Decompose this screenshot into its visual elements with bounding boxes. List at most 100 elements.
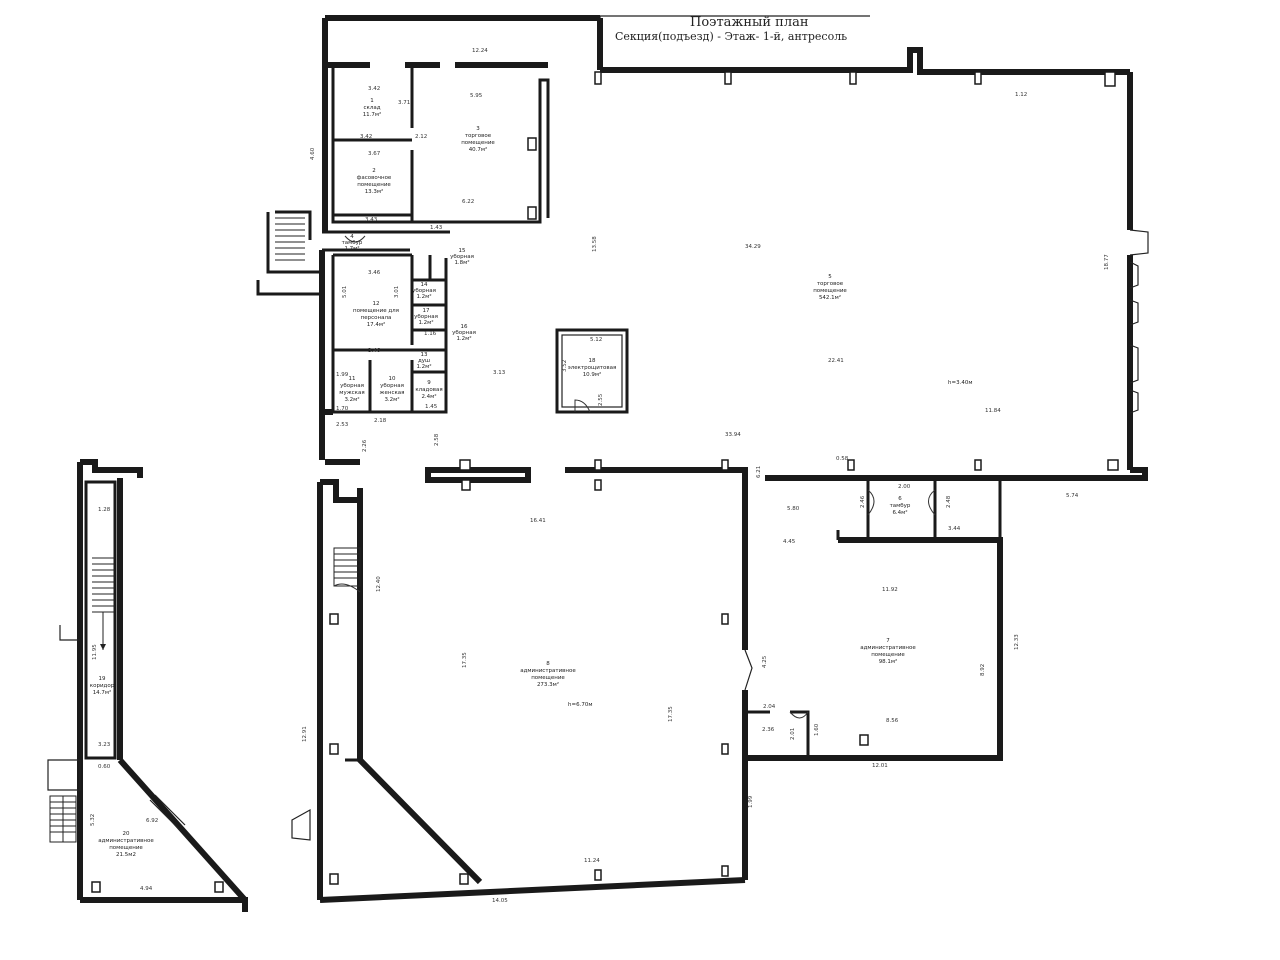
dim: 13.58 xyxy=(592,236,598,252)
dim: 5.12 xyxy=(590,337,602,343)
right-pilasters xyxy=(1129,261,1139,414)
dim: 4.60 xyxy=(310,147,316,160)
dim: 4.25 xyxy=(762,655,768,668)
dim: 14.05 xyxy=(492,898,508,904)
dim: 3.44 xyxy=(948,526,961,532)
dim: 33.94 xyxy=(725,432,741,438)
diagonal-wall-room-8 xyxy=(345,488,483,885)
plan-subtitle: Секция(подъезд) - Этаж- 1-й, антресоль xyxy=(615,30,847,43)
dim: 3.46 xyxy=(368,270,381,276)
tambour-4 xyxy=(322,230,450,252)
dim: 11.24 xyxy=(584,858,600,864)
dim: 3.23 xyxy=(98,742,111,748)
dim: 2.26 xyxy=(362,439,368,452)
dim: 0.60 xyxy=(98,764,111,770)
dim: 2.55 xyxy=(598,393,604,406)
dim: 3.01 xyxy=(394,286,400,298)
dim: 17.35 xyxy=(668,706,674,722)
dim: 2.46 xyxy=(860,495,866,508)
dim: 1.99 xyxy=(748,795,754,808)
plan-title: Поэтажный план xyxy=(690,15,809,30)
tambour-6 xyxy=(866,478,937,538)
sanitary-block xyxy=(322,253,448,415)
dim: 4.94 xyxy=(140,886,153,892)
dim: 16.41 xyxy=(530,518,546,524)
dim: 2.48 xyxy=(946,495,952,508)
dim: 34.29 xyxy=(745,244,761,250)
dim: 3.71 xyxy=(398,100,410,106)
dim: 4.45 xyxy=(783,539,796,545)
dim: 3.46 xyxy=(368,348,381,354)
dim: 6.22 xyxy=(462,199,474,205)
dim: 3.67 xyxy=(368,151,381,157)
dim: 12.40 xyxy=(376,576,382,592)
dim: 2.18 xyxy=(374,418,387,424)
dim: 5.95 xyxy=(470,93,483,99)
dim: 1.70 xyxy=(336,406,349,412)
dim: 6.92 xyxy=(146,818,158,824)
dim: 3.42 xyxy=(360,134,372,140)
height-room-5: h=3.40м xyxy=(948,380,973,386)
dim: 12.91 xyxy=(302,726,308,742)
electrical-room-18 xyxy=(555,328,629,414)
dim: 2.00 xyxy=(898,484,911,490)
dim: 2.58 xyxy=(434,433,440,446)
upper-left-rooms xyxy=(331,68,550,224)
dim: 5.80 xyxy=(787,506,800,512)
dim: 2.36 xyxy=(762,727,775,733)
outside-stair-left xyxy=(49,795,77,843)
entrance-stair-top xyxy=(256,210,322,296)
dim: 3.43 xyxy=(365,217,378,223)
left-block xyxy=(47,459,248,912)
dim: 2.53 xyxy=(336,422,349,428)
dim: 1.60 xyxy=(814,723,820,736)
dim: 2.01 xyxy=(790,728,796,740)
title-block: Поэтажный план Секция(подъезд) - Этаж- 1… xyxy=(599,15,870,70)
admin-room-7 xyxy=(742,478,1003,761)
dim: 1.28 xyxy=(98,507,111,513)
dim: 0.58 xyxy=(836,456,849,462)
dim: 3.13 xyxy=(493,370,506,376)
dim: 5.74 xyxy=(1066,493,1079,499)
dim: 11.84 xyxy=(985,408,1001,414)
dim: 1.43 xyxy=(430,225,443,231)
dim: 1.12 xyxy=(1015,92,1027,98)
interior-stair-room-8 xyxy=(291,547,361,841)
corridor-stair xyxy=(92,557,115,650)
outer-walls xyxy=(317,15,1149,903)
dim: 12.01 xyxy=(872,763,888,769)
dim: 12.24 xyxy=(472,48,488,54)
dim: 2.04 xyxy=(763,704,776,710)
dim: 11.95 xyxy=(92,644,98,660)
dim: 1.99 xyxy=(336,372,349,378)
dim: 6.21 xyxy=(756,466,762,478)
dim: 8.56 xyxy=(886,718,899,724)
dim: 12.33 xyxy=(1014,634,1020,650)
dim: 5.01 xyxy=(342,286,348,298)
dim: 18.77 xyxy=(1104,254,1110,270)
dimension-labels: 3.42 3.42 3.67 3.43 2.12 6.22 1.43 3.46 … xyxy=(90,48,1110,904)
dim: 17.35 xyxy=(462,652,468,668)
dim: 3.52 xyxy=(562,360,568,372)
dim: 11.92 xyxy=(882,587,898,593)
dim: 8.92 xyxy=(980,664,986,676)
